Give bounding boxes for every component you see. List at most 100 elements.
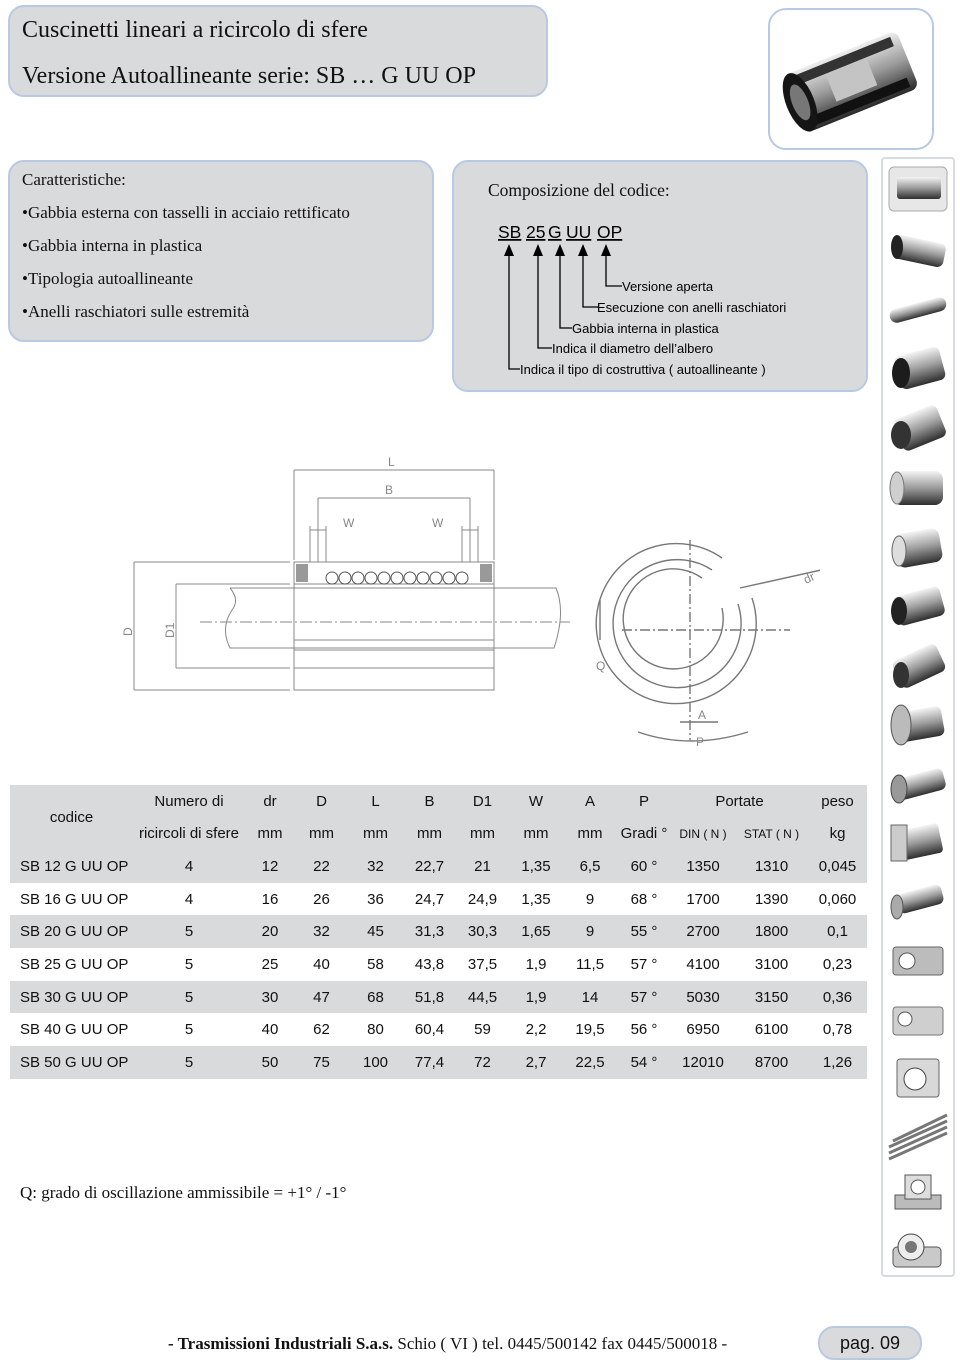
- features-heading: Caratteristiche:: [22, 170, 126, 189]
- table-cell: 6100: [754, 1021, 789, 1039]
- table-cell: 77,4: [403, 1046, 456, 1079]
- table-cell: 58: [367, 955, 384, 973]
- table-cell: 1,35: [509, 850, 563, 883]
- table-cell: 1,9: [525, 955, 547, 973]
- table-cell: 5: [133, 915, 245, 949]
- table-cell-code: SB 20 G UU OP: [10, 915, 133, 949]
- table-cell: 62: [313, 1021, 330, 1039]
- unit-stat: STAT ( N ): [735, 817, 808, 850]
- thumb-2: [891, 234, 946, 268]
- thumb-9: [892, 644, 946, 688]
- table-cell: 2,2: [525, 1021, 547, 1039]
- header-peso: peso: [808, 785, 867, 817]
- table-cell: 8700: [735, 1046, 808, 1079]
- header-d1: D1: [456, 785, 509, 817]
- thumb-14: [892, 946, 944, 976]
- table-cell: 57 °: [630, 955, 658, 973]
- unit-w: mm: [509, 817, 563, 850]
- product-photo: [768, 8, 934, 150]
- specs-table: codice Numero di dr D L B D1 W A P Porta…: [10, 785, 867, 1079]
- table-cell: 31,3: [403, 915, 456, 949]
- table-cell: 55 °: [617, 915, 671, 949]
- features-box: Caratteristiche: •Gabbia esterna con tas…: [8, 160, 434, 342]
- dim-label-d: D: [121, 627, 135, 636]
- feature-item: •Anelli raschiatori sulle estremità: [22, 302, 250, 321]
- table-cell: 54 °: [617, 1046, 671, 1079]
- header-b: B: [403, 785, 456, 817]
- table-cell: 26: [313, 890, 330, 908]
- table-cell: 22,5: [563, 1046, 617, 1079]
- footer-contact: Schio ( VI ) tel. 0445/500142 fax 0445/5…: [393, 1334, 728, 1353]
- table-cell: 30: [245, 980, 295, 1014]
- product-thumbnail-strip: [881, 157, 955, 1277]
- table-cell: 22: [295, 850, 348, 883]
- thumb-18: [894, 1174, 942, 1210]
- table-cell: 45: [348, 915, 403, 949]
- table-cell: 12010: [671, 1046, 735, 1079]
- table-cell: 1,26: [808, 1046, 867, 1079]
- header-w: W: [509, 785, 563, 817]
- header-dr: dr: [245, 785, 295, 817]
- thumb-11: [890, 768, 946, 804]
- table-cell-code: SB 12 G UU OP: [10, 850, 133, 883]
- table-cell: 32: [295, 915, 348, 949]
- footer: - Trasmissioni Industriali S.a.s. Schio …: [168, 1334, 727, 1354]
- header-a: A: [563, 785, 617, 817]
- table-cell: 68 °: [630, 890, 658, 908]
- table-cell: 40: [261, 1021, 279, 1039]
- code-label-op: Versione aperta: [622, 279, 714, 294]
- header-numero: Numero di: [133, 785, 245, 817]
- table-cell: 5030: [671, 980, 735, 1014]
- unit-peso: kg: [808, 817, 867, 850]
- table-cell-code: SB 30 G UU OP: [10, 980, 133, 1014]
- table-cell: 0,23: [822, 955, 853, 973]
- unit-d1: mm: [456, 817, 509, 850]
- page-number: pag. 09: [818, 1326, 922, 1360]
- table-cell: 24,7: [414, 890, 445, 908]
- thumb-5: [891, 405, 946, 451]
- table-cell: 22,7: [403, 850, 456, 883]
- table-cell: 59: [474, 1021, 491, 1039]
- code-label-sb: Indica il tipo di costruttiva ( autoalli…: [520, 362, 766, 377]
- code-composition-box: Composizione del codice: SB 25 G UU OP V…: [452, 160, 868, 392]
- table-cell: 12: [245, 850, 295, 883]
- table-cell-code: SB 25 G UU OP: [20, 955, 129, 973]
- table-cell: 1350: [671, 850, 735, 883]
- code-part-g: G: [548, 222, 562, 242]
- table-cell: 4100: [686, 955, 720, 973]
- feature-item: •Gabbia esterna con tasselli in acciaio …: [22, 203, 350, 222]
- header-d: D: [295, 785, 348, 817]
- table-cell: 60 °: [617, 850, 671, 883]
- dim-label-q: Q: [596, 659, 605, 673]
- table-cell: 4: [184, 890, 194, 908]
- table-cell: 47: [295, 980, 348, 1014]
- thumb-7: [891, 528, 943, 568]
- table-cell: 6,5: [563, 850, 617, 883]
- thumb-17: [888, 1113, 948, 1161]
- table-cell: 0,36: [808, 980, 867, 1014]
- table-cell: 44,5: [456, 980, 509, 1014]
- table-cell: 36: [367, 890, 384, 908]
- table-cell: 1,35: [521, 890, 551, 908]
- table-cell: 100: [348, 1046, 403, 1079]
- code-label-size: Indica il diametro dell’albero: [552, 341, 713, 356]
- table-cell: 57 °: [617, 980, 671, 1014]
- table-cell: 4: [133, 850, 245, 883]
- page-subtitle: Versione Autoallineante serie: SB … G UU…: [22, 63, 476, 89]
- code-part-op: OP: [597, 222, 622, 242]
- thumb-13: [890, 884, 944, 920]
- header-p: P: [617, 785, 671, 817]
- table-cell: 3100: [754, 955, 789, 973]
- unit-din: DIN ( N ): [671, 817, 735, 850]
- table-cell: 2,7: [509, 1046, 563, 1079]
- footer-company: - Trasmissioni Industriali S.a.s.: [168, 1334, 394, 1353]
- dim-label-b: B: [385, 483, 393, 497]
- table-cell: 25: [261, 955, 279, 973]
- table-cell: 50: [245, 1046, 295, 1079]
- header-l: L: [348, 785, 403, 817]
- unit-p: Gradi °: [617, 817, 671, 850]
- table-cell: 32: [348, 850, 403, 883]
